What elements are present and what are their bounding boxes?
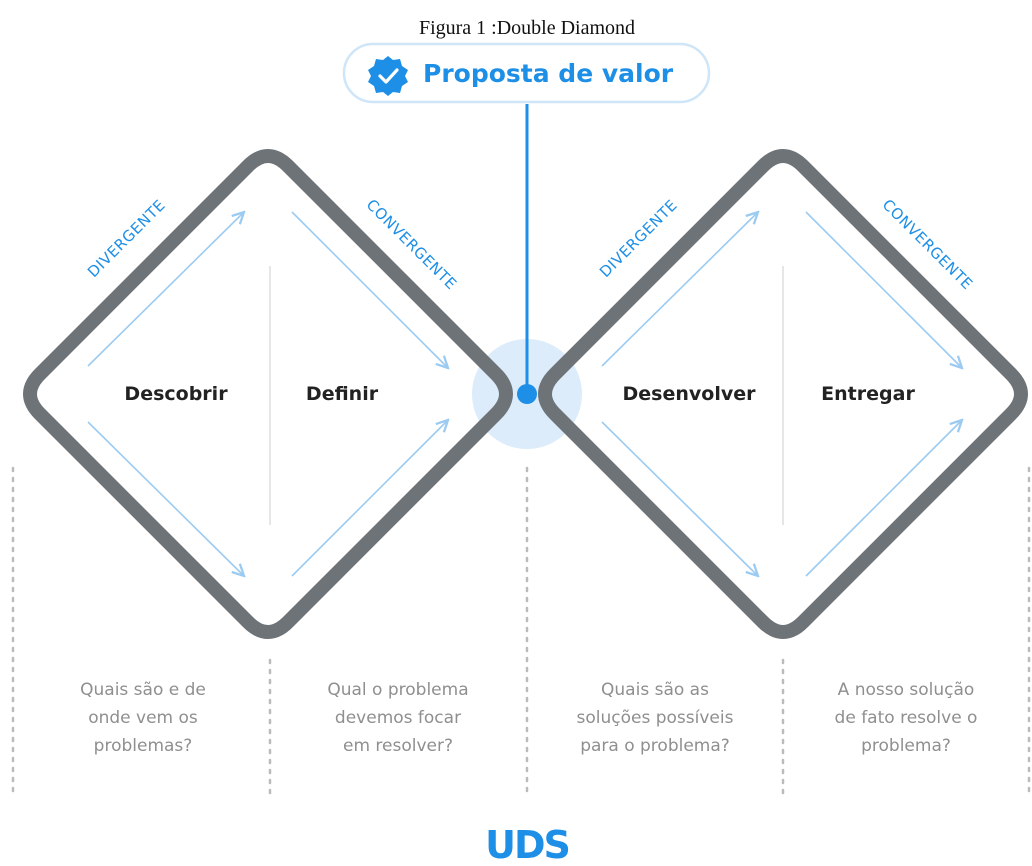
question-line: Qual o problema (327, 680, 468, 700)
question-line: Quais são e de (80, 680, 206, 700)
question-2: Qual o problema devemos focar em resolve… (327, 680, 468, 756)
diamond-1-outline (23, 149, 513, 639)
question-line: problema? (861, 736, 951, 756)
arrow-converge-up (291, 420, 448, 577)
arrow-converge-up (805, 420, 962, 577)
question-line: Quais são as (601, 680, 709, 700)
arrow-diverge-up (87, 212, 244, 367)
convergent-label: CONVERGENTE (879, 196, 977, 294)
question-line: de fato resolve o (835, 708, 978, 728)
value-proposition-title: Proposta de valor (423, 59, 674, 88)
question-line: onde vem os (88, 708, 198, 728)
arrow-converge-down (805, 211, 962, 368)
question-line: problemas? (94, 736, 193, 756)
question-line: em resolver? (343, 736, 453, 756)
figure-caption: Figura 1 :Double Diamond (419, 17, 635, 39)
stage-label-desenvolver: Desenvolver (623, 383, 757, 405)
question-line: devemos focar (335, 708, 461, 728)
diamond-2: Desenvolver Entregar DIVERGENTE CONVERGE… (538, 149, 1028, 639)
question-line: A nosso solução (838, 680, 975, 700)
divergent-label: DIVERGENTE (84, 196, 169, 281)
question-4: A nosso solução de fato resolve o proble… (835, 680, 978, 756)
question-1: Quais são e de onde vem os problemas? (80, 680, 206, 756)
center-node-dot (517, 384, 537, 404)
uds-logo: UDS (485, 823, 569, 866)
arrow-diverge-down (87, 421, 244, 576)
verified-badge-icon (368, 56, 408, 96)
value-proposition-pill: Proposta de valor (342, 42, 711, 104)
stage-label-definir: Definir (306, 383, 379, 405)
diamond-1: Descobrir Definir DIVERGENTE CONVERGENTE (23, 149, 513, 639)
convergent-label: CONVERGENTE (363, 196, 461, 294)
arrow-diverge-up (601, 212, 758, 367)
diamond-2-outline (538, 149, 1028, 639)
question-line: soluções possíveis (577, 708, 734, 728)
arrow-converge-down (291, 211, 448, 368)
arrow-diverge-down (601, 421, 758, 576)
stage-label-descobrir: Descobrir (124, 383, 228, 405)
question-line: para o problema? (580, 736, 730, 756)
question-3: Quais são as soluções possíveis para o p… (577, 680, 734, 756)
column-separators (11, 466, 1031, 798)
stage-label-entregar: Entregar (821, 383, 915, 405)
